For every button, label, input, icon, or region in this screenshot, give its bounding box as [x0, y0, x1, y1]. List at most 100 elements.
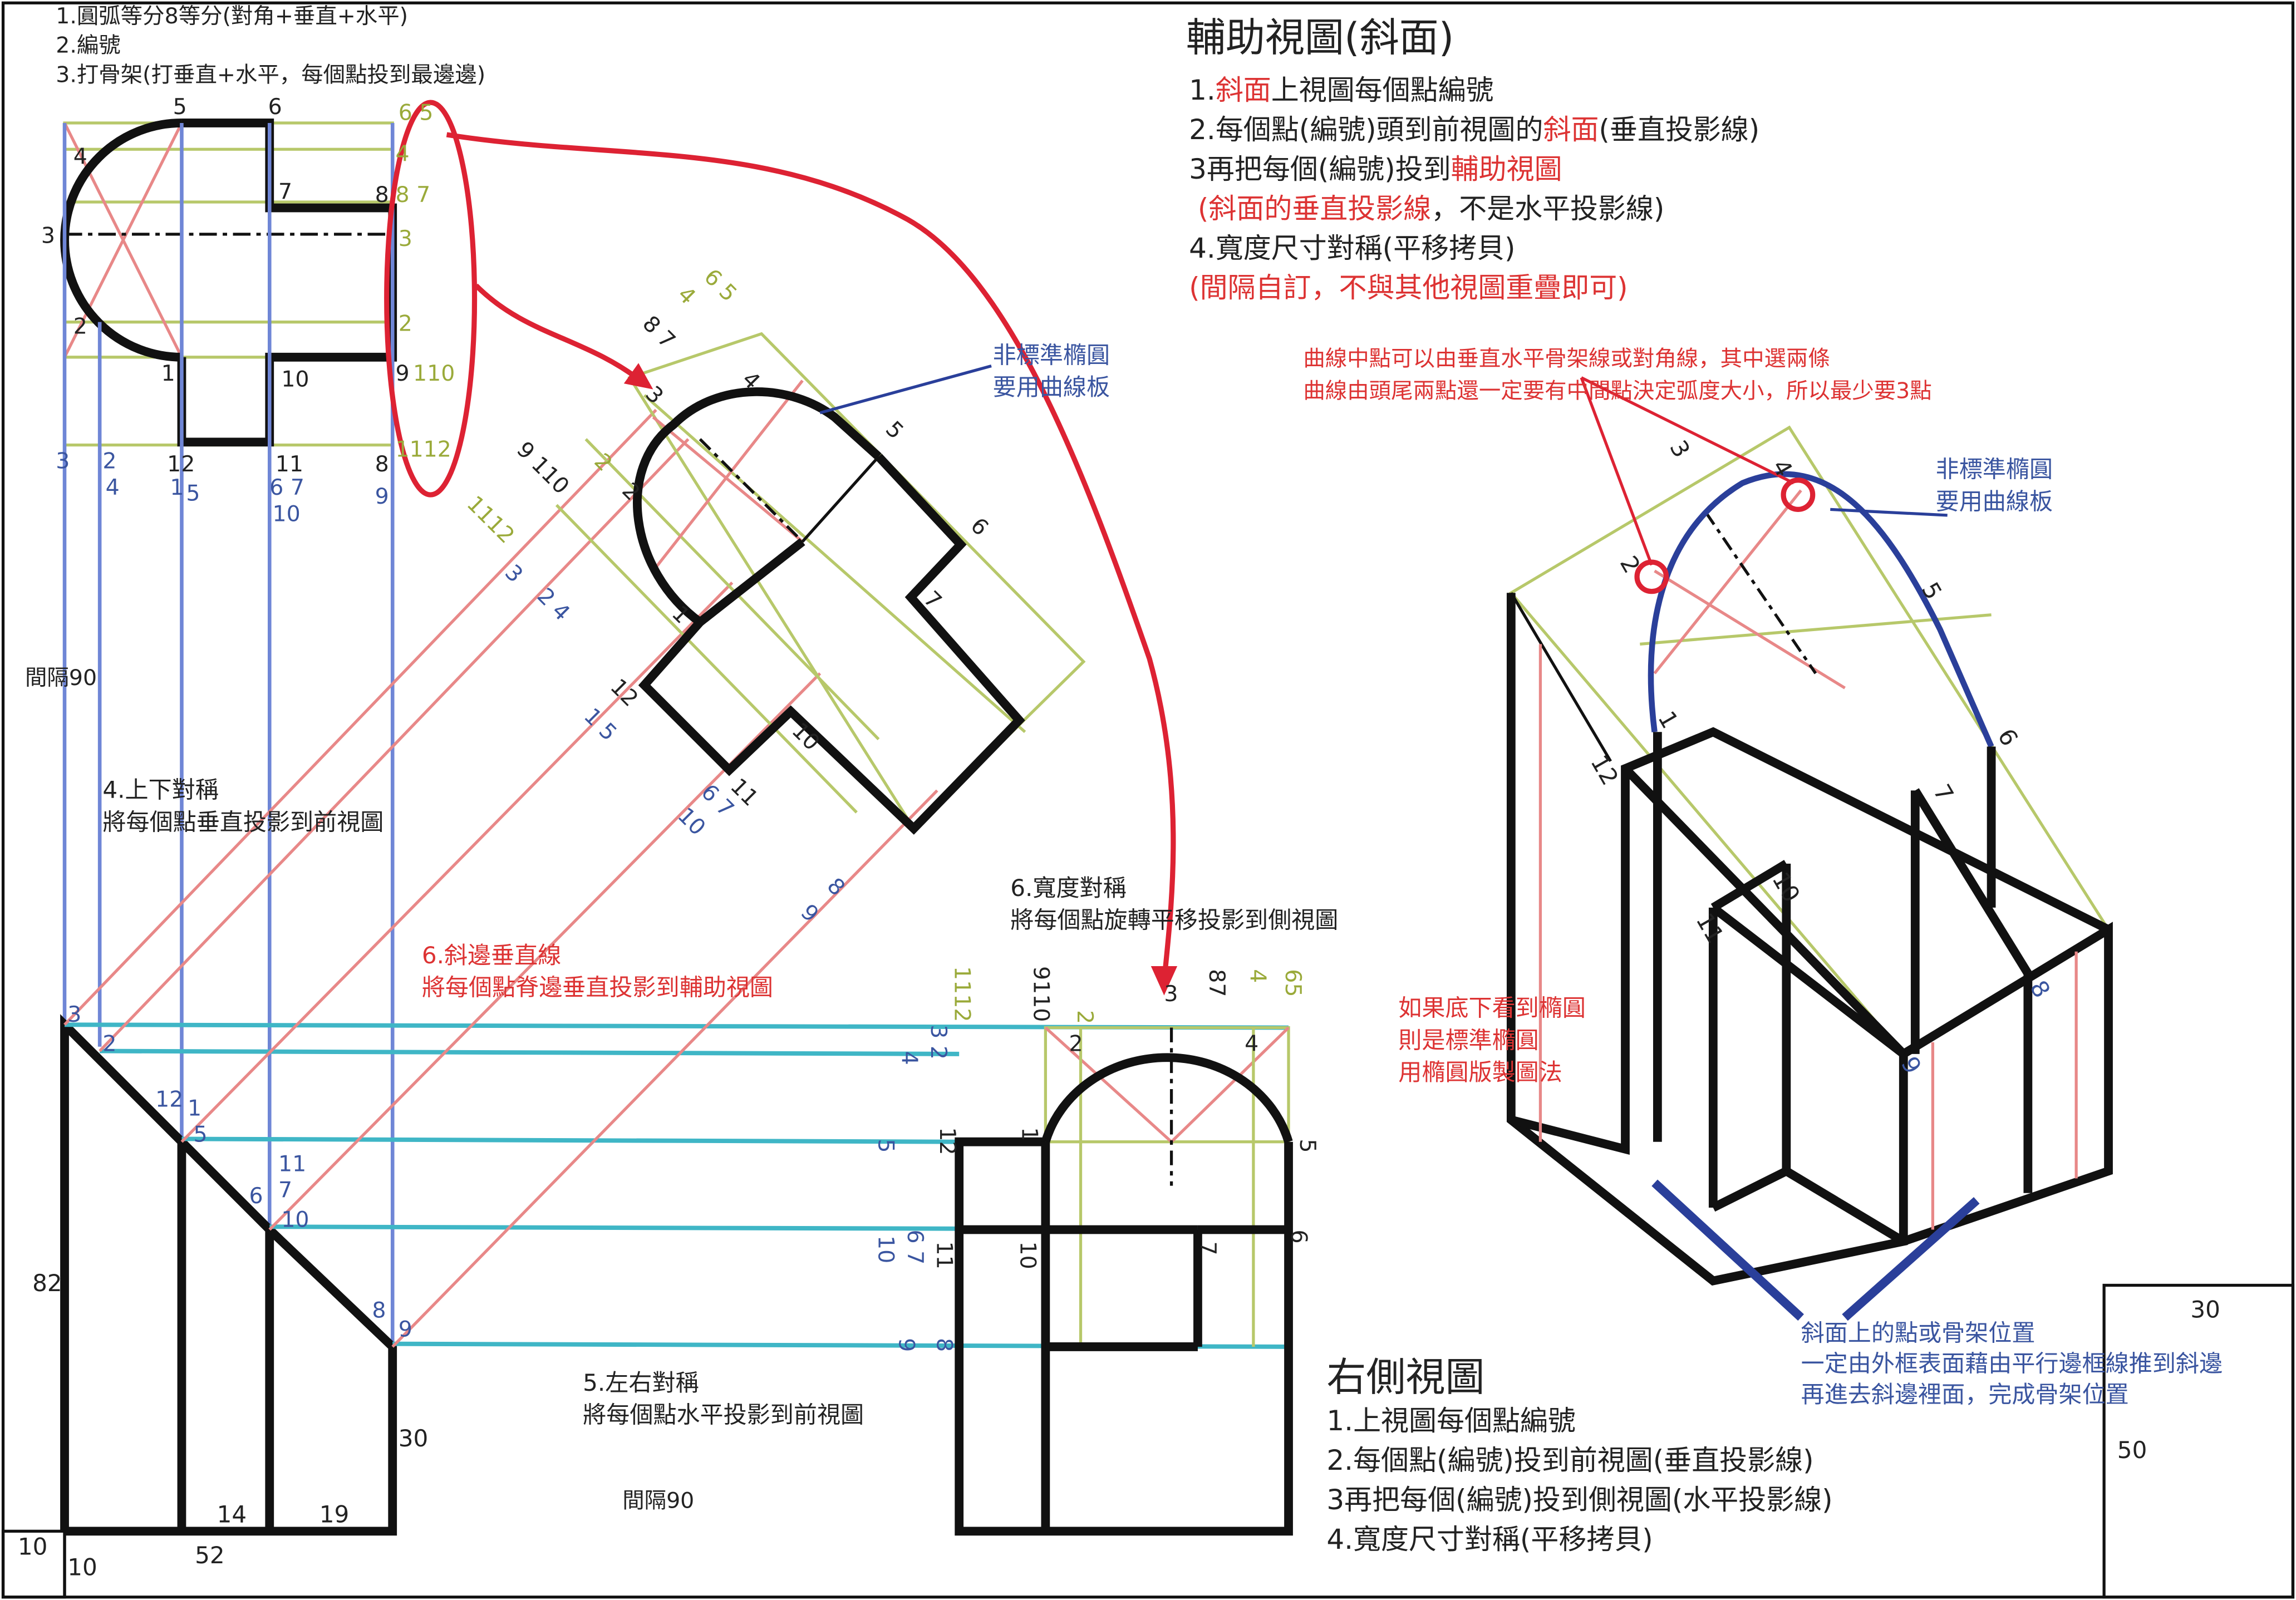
step-4-line-1: 4.上下對稱 [102, 776, 218, 804]
iso-edge [1710, 860, 1789, 912]
side-label-7: 7 [1195, 1242, 1221, 1256]
aux-label-8: 8 [822, 873, 850, 901]
side-label-11: 11 [932, 1242, 957, 1269]
iso-edge [1784, 1167, 1906, 1245]
aux-curve [633, 387, 882, 626]
front-view [60, 1014, 397, 1536]
right-step-4: 4.寬度尺寸對稱(平移拷貝) [1326, 1523, 1653, 1555]
iso-outline [1510, 727, 2111, 1155]
aux-outline [638, 454, 1025, 835]
step-6-red-note: 6.斜邊垂直線 將每個點脊邊垂直投影到輔助視圖 [422, 942, 773, 1001]
nonstd-note-1: 非標準橢圓 [993, 341, 1110, 368]
aux-label-15: 1 5 [579, 703, 622, 746]
aux-label-4: 4 [672, 282, 700, 309]
right-title: 右側視圖 [1326, 1354, 1484, 1400]
label-g2: 2 [399, 311, 412, 336]
isometric-view [1506, 376, 2113, 1321]
aux-step-2: 2.每個點(編號)頭到前視圖的斜面(垂直投影線) [1189, 114, 1759, 146]
aux-step-1: 1.斜面上視圖每個點編號 [1189, 74, 1493, 106]
label-u2: 2 [102, 449, 116, 474]
front-label-9: 9 [399, 1317, 412, 1342]
iso-label-6: 6 [1992, 724, 2023, 751]
side-label-5b: 5 [873, 1139, 899, 1153]
label-u1: 1 [170, 475, 184, 500]
front-outline [60, 1014, 186, 1532]
iso-center-line [1704, 511, 1817, 675]
aux-step-3: 3再把每個(編號)投到輔助視圖 [1189, 153, 1562, 185]
side-label-67: 6 7 [902, 1230, 928, 1265]
side-label-6: 6 [1286, 1230, 1311, 1244]
front-label-5: 5 [193, 1122, 207, 1148]
auxiliary-projections [63, 408, 938, 1348]
aux-label-24: 2 4 [532, 583, 575, 626]
aux-title: 輔助視圖(斜面) [1186, 14, 1454, 61]
curve-note-2: 曲線由頭尾兩點還一定要有中間點決定弧度大小，所以最少要3點 [1303, 378, 1931, 403]
note-step-1: 1.圓弧等分8等分(對角+垂直+水平) [56, 3, 408, 29]
note-leader [1580, 377, 1653, 566]
label-u5: 5 [186, 481, 200, 506]
aux-label-10: 10 [787, 718, 825, 756]
side-label-1: 1 [1016, 1127, 1042, 1141]
diagonal-line [652, 380, 804, 572]
iso-label-5: 5 [1916, 578, 1948, 604]
note-step-3: 3.打骨架(打垂直+水平，每個點投到最邊邊) [56, 62, 485, 87]
front-label-12: 12 [155, 1087, 183, 1112]
label-2: 2 [73, 314, 87, 339]
dim-19: 19 [319, 1501, 350, 1528]
center-line [699, 438, 804, 543]
slant-note-2: 一定由外框表面藉由平行邊框線推到斜邊 [1801, 1350, 2223, 1377]
spacing-label-bottom: 間隔90 [622, 1488, 694, 1513]
right-step-3: 3再把每個(編號)投到側視圖(水平投影線) [1326, 1484, 1832, 1516]
arrowhead [1151, 966, 1178, 996]
projection-line [643, 394, 1026, 733]
slant-note-1: 斜面上的點或骨架位置 [1801, 1319, 2036, 1346]
label-g1112: 1112 [395, 437, 451, 462]
projection-line [555, 504, 858, 814]
diagonal-line [652, 416, 804, 543]
side-label-2in: 2 [1069, 1031, 1083, 1057]
dimensions: 82 30 14 19 52 10 10 30 50 [18, 1269, 2220, 1581]
front-label-8: 8 [372, 1297, 386, 1323]
iso-edge [1911, 788, 2032, 976]
label-g110: 110 [413, 361, 455, 386]
front-label-2: 2 [102, 1031, 116, 1057]
front-label-3: 3 [67, 1002, 81, 1027]
front-label-11: 11 [278, 1151, 306, 1176]
iso-label-1: 1 [1653, 706, 1684, 733]
projection-line [391, 789, 938, 1348]
label-9: 9 [395, 361, 409, 386]
label-u3: 3 [56, 449, 70, 474]
side-label-65: 65 [1280, 969, 1306, 997]
top-view-labels: 5 6 4 3 2 7 1 10 8 9 6 5 4 8 7 3 2 110 1… [41, 94, 455, 526]
step-4-line-2: 將每個點垂直投影到前視圖 [102, 808, 384, 835]
note-leader [1651, 1179, 1804, 1321]
nonstd-note2-2: 要用曲線板 [1936, 488, 2053, 515]
step-6-width-line-2: 將每個點旋轉平移投影到側視圖 [1010, 907, 1338, 934]
side-label-5: 5 [1295, 1139, 1320, 1153]
iso-outline [1506, 593, 2113, 1286]
step-6-red-line-1: 6.斜邊垂直線 [422, 942, 562, 969]
dim-30: 30 [399, 1425, 429, 1452]
label-u10: 10 [273, 501, 301, 526]
aux-label-6: 6 [966, 513, 994, 540]
dim-14: 14 [217, 1501, 247, 1528]
dim-52: 52 [195, 1542, 225, 1569]
aux-label-10b: 10 [672, 803, 710, 840]
slant-note-3: 再進去斜邊裡面，完成骨架位置 [1801, 1381, 2129, 1408]
side-view [955, 1026, 1293, 1536]
iso-edge [1510, 592, 1612, 762]
aux-label-87: 8 7 [637, 311, 680, 353]
spacing-label-left: 間隔90 [25, 665, 97, 691]
side-arc [1041, 1053, 1293, 1143]
front-label-1: 1 [188, 1095, 201, 1121]
box-dim-30: 30 [2190, 1296, 2220, 1323]
aux-edge [801, 455, 880, 543]
label-10: 10 [281, 366, 309, 392]
box-dim-50: 50 [2117, 1436, 2147, 1464]
label-4: 4 [73, 144, 87, 170]
front-label-6: 6 [249, 1183, 263, 1209]
nonstd-note-2: 要用曲線板 [993, 373, 1110, 401]
aux-step-4: 4.寬度尺寸對稱(平移拷貝) [1189, 232, 1515, 264]
curve-note-1: 曲線中點可以由垂直水平骨架線或對角線，其中選兩條 [1303, 346, 1830, 372]
